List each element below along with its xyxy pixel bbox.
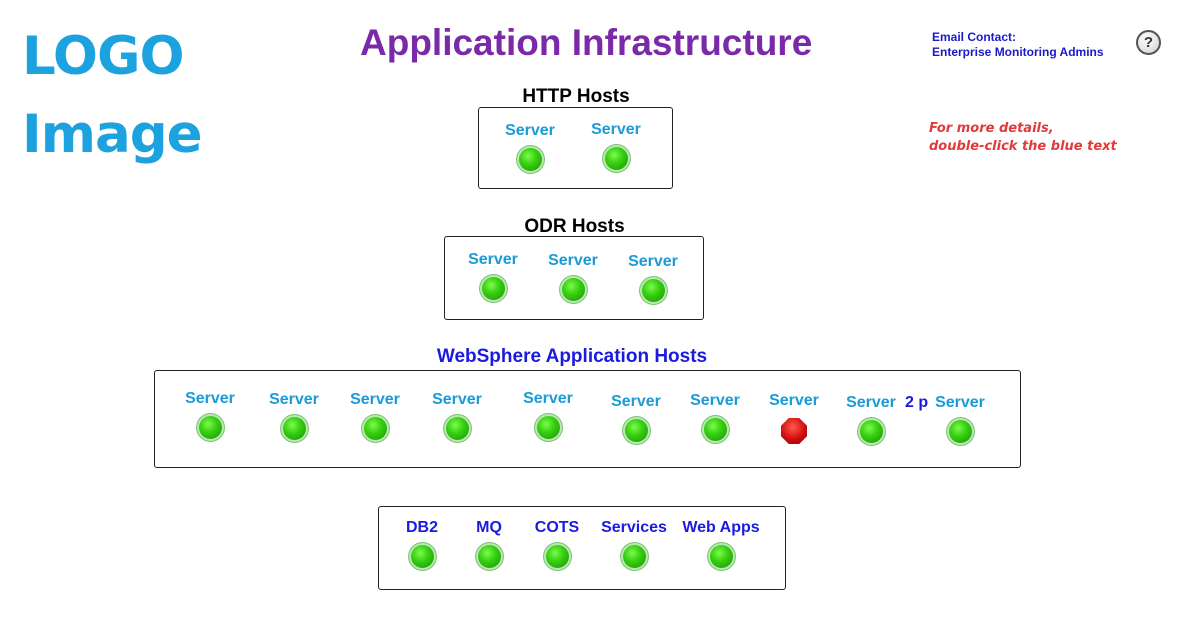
- websphere-server-9[interactable]: Server: [838, 394, 904, 448]
- http-server-2-label[interactable]: Server: [591, 121, 641, 138]
- websphere-server-7[interactable]: Server: [682, 392, 748, 446]
- status-up-icon: [445, 417, 469, 440]
- websphere-server-4[interactable]: Server: [424, 391, 490, 445]
- page-title: Application Infrastructure: [360, 22, 813, 63]
- help-icon[interactable]: ?: [1136, 30, 1161, 55]
- status-up-icon: [363, 417, 387, 440]
- websphere-hosts-title[interactable]: WebSphere Application Hosts: [436, 346, 708, 367]
- service-services[interactable]: Services: [597, 519, 671, 573]
- status-up-icon: [477, 545, 501, 568]
- odr-hosts-box: Server Server Server: [444, 236, 704, 320]
- odr-server-1[interactable]: Server: [460, 251, 526, 305]
- status-up-icon: [561, 278, 585, 301]
- service-cots-label[interactable]: COTS: [534, 519, 580, 536]
- status-up-icon: [518, 148, 542, 171]
- websphere-server-2-label[interactable]: Server: [269, 391, 319, 408]
- status-up-icon: [198, 416, 222, 439]
- status-up-icon: [604, 147, 628, 170]
- websphere-server-1-label[interactable]: Server: [185, 390, 235, 407]
- details-hint-line-1: For more details,: [929, 121, 1054, 136]
- status-up-icon: [481, 277, 505, 300]
- http-server-1-label[interactable]: Server: [505, 122, 555, 139]
- websphere-server-4-label[interactable]: Server: [432, 391, 482, 408]
- status-up-icon: [624, 419, 648, 442]
- odr-server-1-label[interactable]: Server: [468, 251, 518, 268]
- odr-server-3[interactable]: Server: [620, 253, 686, 307]
- websphere-server-2[interactable]: Server: [261, 391, 327, 445]
- overlapping-label-fragment: 2 p: [905, 394, 929, 411]
- websphere-hosts-box: Server Server Server Server Server Serve…: [154, 370, 1021, 468]
- websphere-server-7-label[interactable]: Server: [690, 392, 740, 409]
- websphere-server-5-label[interactable]: Server: [523, 390, 573, 407]
- http-hosts-box: Server Server: [478, 107, 673, 189]
- email-contact-label: Email Contact:: [932, 30, 1017, 44]
- logo-image: LOGO Image: [22, 18, 203, 174]
- websphere-server-10[interactable]: Server: [927, 394, 993, 448]
- status-up-icon: [859, 420, 883, 443]
- details-hint: For more details, double-click the blue …: [929, 120, 1117, 156]
- http-server-2[interactable]: Server: [583, 121, 649, 175]
- status-up-icon: [282, 417, 306, 440]
- odr-hosts-title: ODR Hosts: [524, 216, 625, 237]
- status-up-icon: [536, 416, 560, 439]
- status-up-icon: [709, 545, 733, 568]
- service-cots[interactable]: COTS: [527, 519, 587, 573]
- websphere-server-3[interactable]: Server: [342, 391, 408, 445]
- email-contact[interactable]: Email Contact: Enterprise Monitoring Adm…: [932, 30, 1104, 60]
- status-up-icon: [622, 545, 646, 568]
- websphere-server-3-label[interactable]: Server: [350, 391, 400, 408]
- service-db2[interactable]: DB2: [397, 519, 447, 573]
- websphere-server-8-label[interactable]: Server: [769, 392, 819, 409]
- logo-line-2: Image: [22, 104, 203, 165]
- odr-server-2-label[interactable]: Server: [548, 252, 598, 269]
- service-web-apps[interactable]: Web Apps: [678, 519, 764, 573]
- services-box: DB2 MQ COTS Services Web Apps: [378, 506, 786, 590]
- service-db2-label[interactable]: DB2: [405, 519, 438, 536]
- email-contact-link[interactable]: Enterprise Monitoring Admins: [932, 45, 1104, 59]
- odr-server-2[interactable]: Server: [540, 252, 606, 306]
- websphere-server-9-label[interactable]: Server: [846, 394, 896, 411]
- websphere-server-5[interactable]: Server: [515, 390, 581, 444]
- websphere-server-10-label[interactable]: Server: [935, 394, 985, 411]
- http-server-1[interactable]: Server: [497, 122, 563, 176]
- status-up-icon: [410, 545, 434, 568]
- websphere-server-6[interactable]: Server: [603, 393, 669, 447]
- logo-line-1: LOGO: [22, 26, 184, 87]
- service-services-label[interactable]: Services: [601, 519, 667, 536]
- websphere-server-6-label[interactable]: Server: [611, 393, 661, 410]
- service-mq[interactable]: MQ: [464, 519, 514, 573]
- status-up-icon: [948, 420, 972, 443]
- details-hint-line-2: double-click the blue text: [929, 139, 1117, 154]
- service-web-apps-label[interactable]: Web Apps: [682, 519, 760, 536]
- http-hosts-title: HTTP Hosts: [522, 86, 630, 107]
- status-up-icon: [545, 545, 569, 568]
- odr-server-3-label[interactable]: Server: [628, 253, 678, 270]
- service-mq-label[interactable]: MQ: [476, 519, 502, 536]
- status-up-icon: [703, 418, 727, 441]
- websphere-server-8[interactable]: Server: [761, 392, 827, 449]
- status-up-icon: [641, 279, 665, 302]
- status-down-icon: [781, 418, 807, 444]
- websphere-server-1[interactable]: Server: [177, 390, 243, 444]
